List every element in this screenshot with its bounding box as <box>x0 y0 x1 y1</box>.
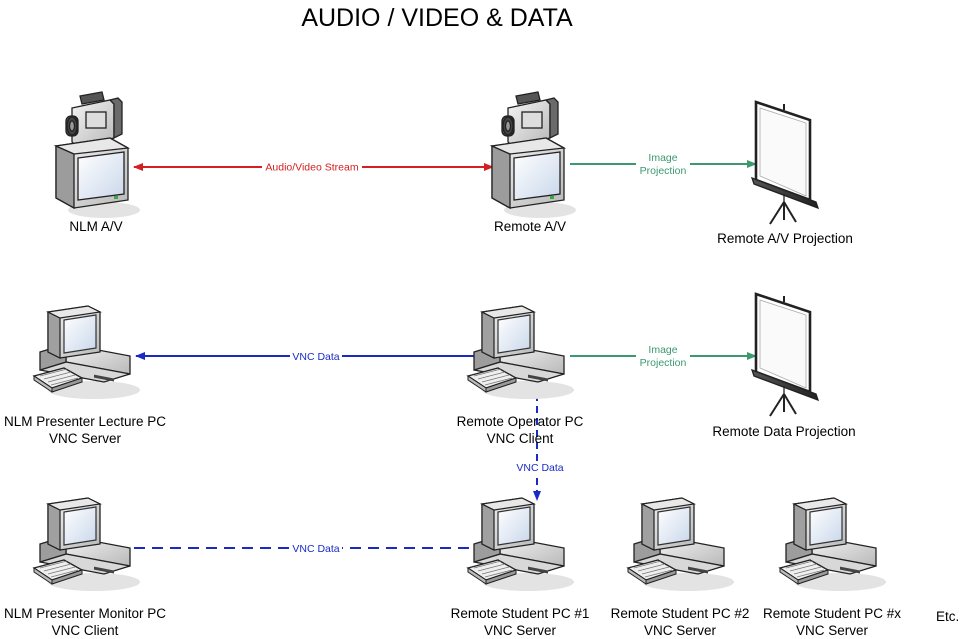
desktop-pc-icon <box>33 497 141 592</box>
edge-label-image-1: Image <box>648 152 677 164</box>
edge-label-vnc-2: VNC Data <box>516 462 563 474</box>
edge-av-stream: Audio/Video Stream <box>133 160 494 174</box>
node-remote-av: Remote A/V <box>491 91 577 234</box>
node-nlm-presenter-lecture-pc: NLM Presenter Lecture PC VNC Server <box>4 305 166 446</box>
node-sublabel: VNC Server <box>644 623 717 638</box>
desktop-pc-icon <box>467 305 575 400</box>
node-remote-student-pc-2: Remote Student PC #2 VNC Server <box>611 497 750 638</box>
edge-label-projection-1: Projection <box>640 165 687 177</box>
node-label: Remote Student PC #x <box>763 606 901 621</box>
node-sublabel: VNC Server <box>49 431 122 446</box>
edge-label-vnc-3: VNC Data <box>292 543 339 555</box>
node-sublabel: VNC Server <box>484 623 557 638</box>
edge-label-projection-2: Projection <box>640 357 687 369</box>
projection-screen-icon <box>750 292 820 418</box>
node-label: Remote A/V <box>494 219 566 234</box>
node-nlm-presenter-monitor-pc: NLM Presenter Monitor PC VNC Client <box>4 497 166 638</box>
node-remote-student-pc-1: Remote Student PC #1 VNC Server <box>451 497 590 638</box>
monitor-camcorder-icon <box>491 91 577 219</box>
edge-label-image-2: Image <box>648 344 677 356</box>
desktop-pc-icon <box>33 305 141 400</box>
node-label: NLM A/V <box>69 219 122 234</box>
etc-label: Etc. <box>936 609 959 624</box>
edge-image-projection-2: Image Projection <box>570 343 757 370</box>
edge-label-vnc-1: VNC Data <box>292 351 339 363</box>
node-label: Remote Student PC #2 <box>611 606 750 621</box>
node-label: Remote Student PC #1 <box>451 606 590 621</box>
node-sublabel: VNC Server <box>796 623 869 638</box>
node-nlm-av: NLM A/V <box>55 91 141 234</box>
node-label: Remote A/V Projection <box>717 231 853 246</box>
node-remote-student-pc-x: Remote Student PC #x VNC Server <box>763 497 901 638</box>
node-remote-data-projection: Remote Data Projection <box>712 292 856 439</box>
edge-image-projection-1: Image Projection <box>570 151 757 178</box>
node-label: Remote Operator PC <box>457 414 584 429</box>
desktop-pc-icon <box>779 497 887 592</box>
edge-label-av-stream: Audio/Video Stream <box>265 162 358 174</box>
projection-screen-icon <box>750 100 820 226</box>
node-label: Remote Data Projection <box>712 424 855 439</box>
edge-vnc-data-1: VNC Data <box>135 350 497 363</box>
desktop-pc-icon <box>627 497 735 592</box>
monitor-camcorder-icon <box>55 91 141 219</box>
node-sublabel: VNC Client <box>487 431 554 446</box>
node-label: NLM Presenter Lecture PC <box>4 414 166 429</box>
node-remote-operator-pc: Remote Operator PC VNC Client <box>457 305 584 446</box>
edge-vnc-data-3: VNC Data <box>134 542 498 555</box>
node-sublabel: VNC Client <box>52 623 119 638</box>
node-label: NLM Presenter Monitor PC <box>4 606 166 621</box>
edge-vnc-data-2: VNC Data <box>512 382 566 501</box>
node-remote-av-projection: Remote A/V Projection <box>717 100 853 246</box>
diagram-title: AUDIO / VIDEO & DATA <box>301 4 573 32</box>
desktop-pc-icon <box>467 497 575 592</box>
